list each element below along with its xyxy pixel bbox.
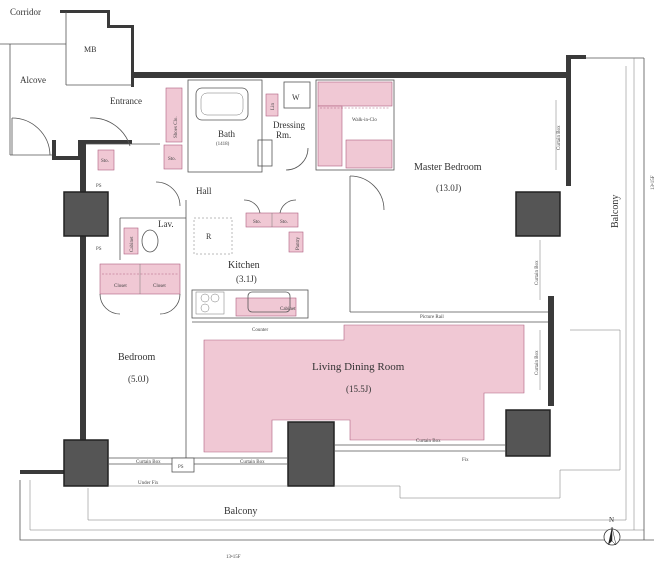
linen-closet: Lin (265, 93, 279, 117)
pipe-space-lower: PS (96, 247, 102, 252)
pipe-space-upper: PS (96, 184, 102, 189)
curtain-box-5-label: Curtain Box (240, 460, 265, 465)
column-lower-right (505, 409, 551, 457)
kitchen-label: Kitchen (228, 260, 260, 271)
balcony-bottom-label: Balcony (224, 506, 257, 517)
alcove-label: Alcove (20, 75, 46, 85)
corridor-label: Corridor (10, 7, 41, 17)
curtain-boxes-right: Curtain Box Curtain Box (535, 240, 541, 390)
entrance-area: Entrance (86, 96, 160, 147)
ldr-size: (15.5J) (346, 384, 371, 394)
dressing-room: Dressing Rm. (257, 120, 309, 171)
south-windows: PS Curtain Box Curtain Box Curtain Box U… (108, 439, 506, 486)
storage-hall: Sto. (163, 144, 183, 170)
north-arrow-icon: N (603, 516, 621, 546)
column-lower-left (63, 439, 109, 487)
mb-shaft: MB (60, 10, 134, 87)
closet-1-label: Closet (114, 284, 127, 289)
kitchen-storage-2-label: Sto. (280, 220, 288, 225)
column-upper-left (63, 191, 109, 237)
exterior-walls (20, 55, 586, 484)
bath-size-label: (1418) (216, 142, 230, 147)
north-label: N (609, 516, 614, 524)
dressing-label-2: Rm. (276, 130, 291, 140)
refrigerator-label: R (206, 232, 212, 241)
master-bedroom-size: (13.0J) (436, 183, 461, 193)
closet-2-label: Closet (153, 284, 166, 289)
balcony-right-label: Balcony (610, 195, 621, 228)
ldr-label: Living Dining Room (312, 361, 405, 373)
corridor-area: Corridor (0, 7, 66, 45)
counter-label: Counter (252, 328, 268, 333)
balcony-outline: Balcony Balcony 13•15F 13•15F (19, 57, 656, 560)
entrance-label: Entrance (110, 96, 142, 106)
curtain-box-2-label: Curtain Box (535, 260, 540, 285)
hall-label: Hall (196, 186, 212, 196)
bedroom: Closet Closet Bedroom (5.0J) (99, 200, 187, 460)
walk-in-closet-label: Walk-in-Clo (352, 118, 377, 123)
storage-entrance-label: Sto. (101, 159, 109, 164)
master-bedroom: Master Bedroom (13.0J) Curtain Box (349, 100, 562, 313)
column-lower-middle (287, 421, 335, 487)
living-dining-room: Picture Rail Living Dining Room (15.5J) (192, 315, 548, 453)
mb-label: MB (84, 45, 96, 54)
pantry-label: Pantry (296, 236, 301, 250)
shoes-closet: Shoes Clo. (165, 87, 183, 143)
master-bedroom-label: Master Bedroom (414, 162, 482, 173)
washer-label: W (292, 93, 300, 102)
column-upper-right (515, 191, 561, 237)
curtain-box-6-label: Curtain Box (416, 439, 441, 444)
kitchen-cabinet-label: Cabinet (280, 307, 296, 312)
bath-room: Bath (1418) (187, 79, 263, 173)
dressing-label-1: Dressing (273, 120, 305, 130)
hall-area: Hall (155, 181, 212, 207)
lav-label: Lav. (158, 219, 174, 229)
washer-space: W (283, 81, 311, 109)
shoes-closet-label: Shoes Clo. (174, 116, 179, 138)
columns (63, 191, 561, 487)
bath-label: Bath (218, 129, 235, 139)
storage-entrance: Sto. (97, 149, 115, 171)
kitchen-storage-1-label: Sto. (253, 220, 261, 225)
lav-cabinet-label: Cabinet (130, 236, 135, 252)
alcove-area: Alcove (9, 44, 52, 156)
kitchen-size: (3.1J) (236, 274, 257, 284)
floor-bottom-label: 13•15F (226, 555, 241, 560)
floor-right-label: 13•15F (651, 175, 656, 190)
bedroom-size: (5.0J) (128, 374, 149, 384)
linen-label: Lin (271, 103, 276, 110)
bedroom-label: Bedroom (118, 352, 155, 363)
curtain-box-master: Curtain Box (557, 125, 562, 150)
curtain-box-3-label: Curtain Box (535, 350, 540, 375)
storage-hall-label: Sto. (168, 157, 176, 162)
walk-in-closet: Walk-in-Clo (315, 79, 395, 171)
fix-label: Fix (462, 458, 469, 463)
under-fix-label: Under Fix (138, 481, 159, 486)
lavatory: Cabinet Lav. (119, 217, 186, 260)
picture-rail-label: Picture Rail (420, 315, 444, 320)
curtain-box-4-label: Curtain Box (136, 460, 161, 465)
pipe-space-bottom: PS (178, 465, 184, 470)
kitchen-area: R Sto. Sto. Pantry Kitchen (3.1J) Cabine… (191, 199, 309, 333)
